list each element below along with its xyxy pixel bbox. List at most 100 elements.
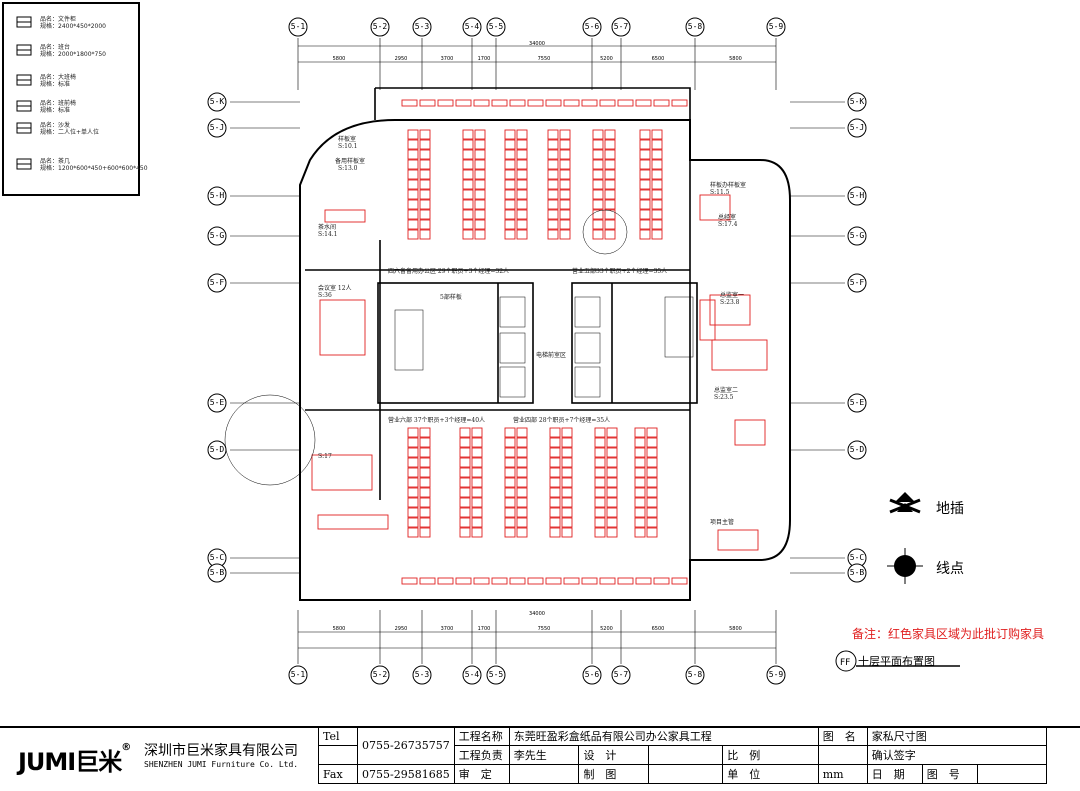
workstation-desk bbox=[459, 437, 471, 448]
workstation-desk bbox=[592, 199, 604, 210]
grid-axis-marker: 5-F bbox=[206, 272, 228, 294]
perimeter-desk bbox=[599, 577, 616, 585]
grid-axis-marker: 5-8 bbox=[684, 664, 706, 686]
drawing-name-value: 家私尺寸图 bbox=[866, 726, 1047, 746]
workstation-desk bbox=[606, 487, 618, 498]
perimeter-desk bbox=[455, 577, 472, 585]
workstation-desk bbox=[407, 427, 419, 438]
workstation-desk bbox=[419, 189, 431, 200]
workstation-desk bbox=[561, 497, 573, 508]
workstation-desk bbox=[419, 497, 431, 508]
workstation-desk bbox=[516, 467, 528, 478]
grid-label-text: 5-K bbox=[849, 97, 865, 106]
workstation-desk bbox=[474, 189, 486, 200]
grid-label-text: 5-H bbox=[209, 191, 225, 200]
meeting-table bbox=[311, 454, 373, 491]
workstation-desk bbox=[604, 139, 616, 150]
workstation-desk bbox=[462, 149, 474, 160]
workstation-desk bbox=[592, 129, 604, 140]
workstation-desk bbox=[407, 129, 419, 140]
workstation-desk bbox=[516, 427, 528, 438]
legend-item-name: 品名：班台 bbox=[40, 44, 71, 51]
workstation-desk bbox=[474, 129, 486, 140]
room-label: 备用样板室 bbox=[335, 158, 366, 165]
grid-label-text: 5-6 bbox=[584, 22, 600, 31]
grid-axis-marker: 5-K bbox=[846, 91, 868, 113]
workstation-desk bbox=[407, 467, 419, 478]
workstation-desk bbox=[419, 179, 431, 190]
workstation-desk bbox=[639, 149, 651, 160]
workstation-desk bbox=[651, 159, 663, 170]
workstation-desk bbox=[474, 159, 486, 170]
workstation-desk bbox=[547, 169, 559, 180]
perimeter-desk bbox=[527, 577, 544, 585]
grid-label-text: 5-G bbox=[849, 231, 865, 240]
workstation-desk bbox=[407, 487, 419, 498]
grid-axis-marker: 5-H bbox=[846, 185, 868, 207]
perimeter-desk bbox=[437, 99, 454, 107]
workstation-desk bbox=[646, 517, 658, 528]
legend-item-name: 品名：沙发 bbox=[40, 122, 71, 129]
dimension-value: 6500 bbox=[652, 626, 665, 632]
grid-label-text: 5-3 bbox=[414, 670, 430, 679]
grid-axis-marker: 5-5 bbox=[485, 16, 507, 38]
workstation-desk bbox=[407, 507, 419, 518]
grid-label-text: 5-D bbox=[209, 445, 225, 454]
workstation-desk bbox=[474, 209, 486, 220]
drawing-name-label: 图 名 bbox=[817, 726, 868, 746]
unit-value: mm bbox=[817, 764, 868, 784]
workstation-desk bbox=[559, 149, 571, 160]
workstation-desk bbox=[407, 219, 419, 230]
workstation-desk bbox=[419, 457, 431, 468]
workstation-desk bbox=[547, 189, 559, 200]
workstation-desk bbox=[419, 199, 431, 210]
grid-label-text: 5-4 bbox=[464, 22, 480, 31]
meeting-table bbox=[319, 299, 366, 356]
room-label: 营业五部 bbox=[572, 268, 597, 275]
workstation-desk bbox=[604, 209, 616, 220]
grid-axis-marker: 5-B bbox=[206, 562, 228, 584]
wire-point-symbol bbox=[887, 548, 923, 584]
workstation-desk bbox=[462, 209, 474, 220]
workstation-desk bbox=[594, 527, 606, 538]
workstation-desk bbox=[459, 447, 471, 458]
workstation-desk bbox=[549, 507, 561, 518]
room-label: 总经室 bbox=[718, 214, 737, 221]
chair-icon bbox=[16, 74, 32, 86]
perimeter-desk bbox=[437, 577, 454, 585]
workstation-desk bbox=[419, 209, 431, 220]
room-label: S:14.1 bbox=[318, 231, 338, 238]
grid-label-text: 5-E bbox=[209, 398, 225, 407]
workstation-desk bbox=[604, 159, 616, 170]
workstation-desk bbox=[471, 447, 483, 458]
perimeter-desk bbox=[455, 99, 472, 107]
workstation-desk bbox=[604, 149, 616, 160]
workstation-desk bbox=[462, 179, 474, 190]
grid-axis-marker: 5-1 bbox=[287, 664, 309, 686]
workstation-desk bbox=[651, 169, 663, 180]
workstation-desk bbox=[561, 477, 573, 488]
grid-label-text: 5-G bbox=[209, 231, 225, 240]
workstation-desk bbox=[516, 169, 528, 180]
workstation-desk bbox=[592, 179, 604, 190]
workstation-desk bbox=[561, 467, 573, 478]
room-label: 营业四部 28个职员+7个经理=35人 bbox=[513, 417, 611, 424]
perimeter-desk bbox=[617, 577, 634, 585]
workstation-desk bbox=[594, 427, 606, 438]
workstation-desk bbox=[547, 149, 559, 160]
legend-item-spec: 规格：2000*1800*750 bbox=[40, 51, 106, 58]
workstation-desk bbox=[547, 159, 559, 170]
workstation-desk bbox=[504, 467, 516, 478]
workstation-desk bbox=[459, 467, 471, 478]
grid-axis-marker: 5-8 bbox=[684, 16, 706, 38]
room-label: 四六备备用办公区 29个职员+3个经理=32人 bbox=[388, 268, 510, 275]
workstation-desk bbox=[646, 447, 658, 458]
dimension-value: 7550 bbox=[538, 626, 551, 632]
grid-label-text: 5-J bbox=[209, 123, 225, 132]
grid-axis-marker: 5-B bbox=[846, 562, 868, 584]
office-desk bbox=[699, 299, 716, 341]
workstation-desk bbox=[504, 199, 516, 210]
room-label: S:17.4 bbox=[718, 221, 738, 228]
workstation-desk bbox=[547, 219, 559, 230]
workstation-desk bbox=[407, 149, 419, 160]
